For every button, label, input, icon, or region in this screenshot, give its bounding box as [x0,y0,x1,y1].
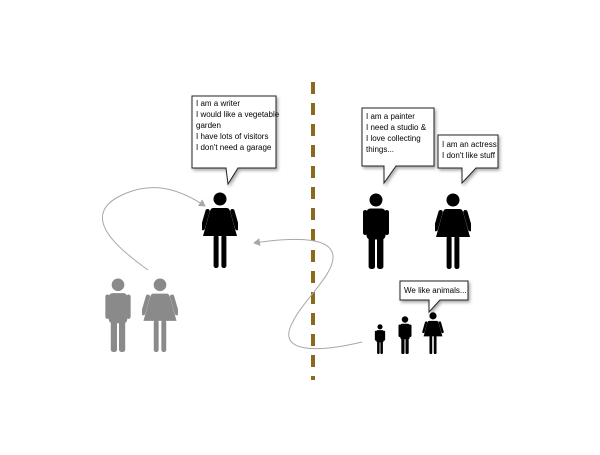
woman-icon [435,193,471,269]
speech-bubble-actress: I am an actress I don't like stuff [437,134,499,185]
man-icon [105,278,131,352]
woman-icon [202,192,238,268]
man-icon [398,316,412,354]
speech-bubble-family: We like animals... [399,280,469,314]
bubble-line: I need a studio & [366,123,427,132]
bubble-line: I have lots of visitors [196,132,268,141]
child-icon [374,324,386,354]
bubble-line: I am an actress [442,140,497,149]
woman-icon [142,278,178,352]
man-icon [363,193,389,269]
bubble-line: I love collecting [366,134,421,143]
bubble-line: I would like a vegetable [196,110,280,119]
woman-icon [422,312,444,354]
arrow-couple-to-writer [102,187,206,271]
bubble-line: I am a writer [196,99,240,108]
bubble-line: things... [366,145,394,154]
bubble-line: We like animals... [404,286,467,295]
speech-bubble-writer: I am a writer I would like a vegetable g… [191,95,280,186]
bubble-line: I don't need a garage [196,143,272,152]
bubble-line: garden [196,121,221,130]
bubble-line: I don't like stuff [442,151,496,160]
arrow-family-to-writer [253,238,363,350]
bubble-line: I am a painter [366,112,415,121]
speech-bubble-painter: I am a painter I need a studio & I love … [361,107,435,185]
